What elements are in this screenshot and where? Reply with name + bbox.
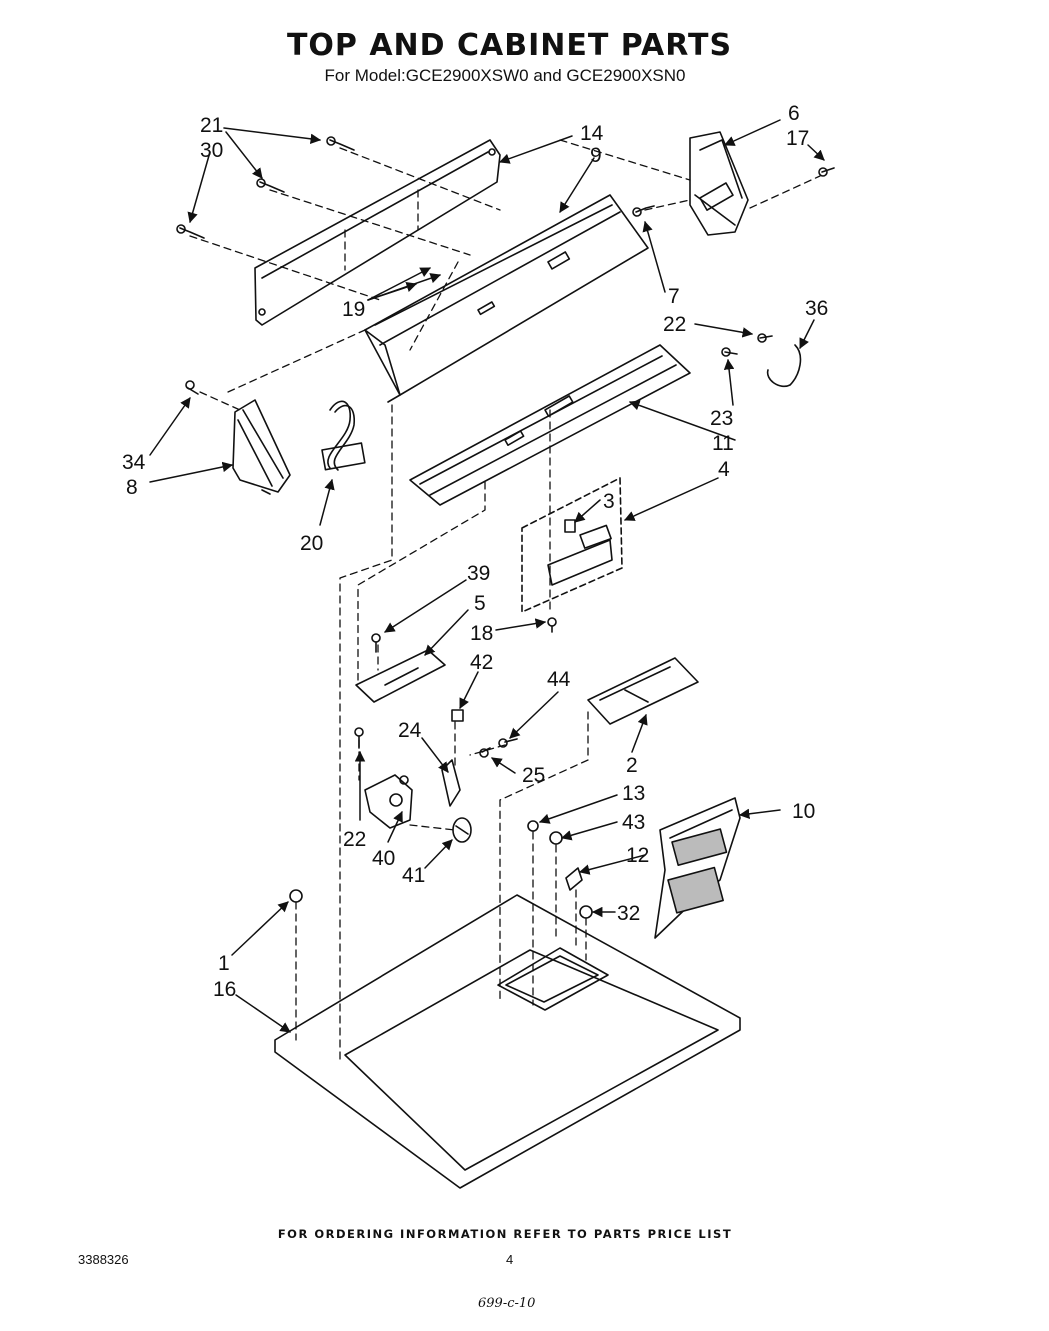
callout-42: 42 (470, 651, 493, 674)
callout-4: 4 (718, 458, 730, 481)
callout-17: 17 (786, 127, 809, 150)
callout-11: 11 (712, 432, 734, 455)
callout-36: 36 (805, 297, 828, 320)
clip-part-12 (565, 867, 583, 891)
leader-arrows (149, 119, 825, 1033)
callout-43: 43 (622, 811, 645, 834)
document-number: 3388326 (78, 1252, 129, 1267)
console-part-9 (364, 194, 649, 403)
callout-22-top: 22 (663, 313, 686, 336)
callout-3: 3 (603, 490, 615, 513)
callout-5: 5 (474, 592, 486, 615)
callout-labels: 21 30 14 9 6 17 19 7 22 36 34 8 23 11 20… (122, 102, 828, 1001)
callout-12: 12 (626, 844, 649, 867)
handwritten-code: 699-c-10 (478, 1296, 536, 1311)
assembly-dashed-lines (189, 139, 821, 1061)
callout-40: 40 (372, 847, 395, 870)
model-subtitle: For Model:GCE2900XSW0 and GCE2900XSN0 (324, 66, 686, 85)
callout-39: 39 (467, 562, 490, 585)
knob-part-41 (452, 817, 472, 843)
page-title: TOP AND CABINET PARTS (286, 28, 733, 63)
callout-23: 23 (710, 407, 733, 430)
lint-screen-part-10 (654, 797, 741, 939)
callout-14: 14 (580, 122, 604, 145)
cabinet-top-part-16 (274, 894, 741, 1189)
callout-19: 19 (342, 298, 365, 321)
callout-2: 2 (626, 754, 638, 777)
lid-part-2 (587, 657, 699, 725)
ordering-footer: FOR ORDERING INFORMATION REFER TO PARTS … (277, 1227, 733, 1241)
callout-30: 30 (200, 139, 223, 162)
end-cap-part-8 (232, 399, 291, 495)
callout-1: 1 (218, 952, 230, 975)
callout-13: 13 (622, 782, 645, 805)
channel-part-11 (409, 344, 691, 506)
switch-assembly-part-4 (521, 477, 623, 613)
callout-7: 7 (668, 285, 680, 308)
end-cap-part-6 (689, 131, 749, 236)
callout-25: 25 (522, 764, 545, 787)
callout-22-bottom: 22 (343, 828, 366, 851)
callout-44: 44 (547, 668, 571, 691)
callout-8: 8 (126, 476, 138, 499)
callout-6: 6 (788, 102, 800, 125)
page-number: 4 (506, 1252, 514, 1267)
latch-part-40 (364, 774, 413, 829)
callout-34: 34 (122, 451, 146, 474)
callout-9: 9 (590, 144, 602, 167)
callout-10: 10 (792, 800, 815, 823)
callout-41: 41 (402, 864, 425, 887)
fastener-screws (176, 136, 835, 919)
bracket-part-5 (355, 649, 446, 703)
callout-21: 21 (200, 114, 223, 137)
lever-part-24 (441, 759, 461, 807)
callout-32: 32 (617, 902, 640, 925)
callout-16: 16 (213, 978, 236, 1001)
clip-part-42 (451, 709, 464, 722)
callout-20: 20 (300, 532, 323, 555)
callout-18: 18 (470, 622, 493, 645)
rear-panel-part-14 (254, 139, 501, 326)
callout-24: 24 (398, 719, 422, 742)
wire-harness-part-20 (321, 400, 366, 471)
